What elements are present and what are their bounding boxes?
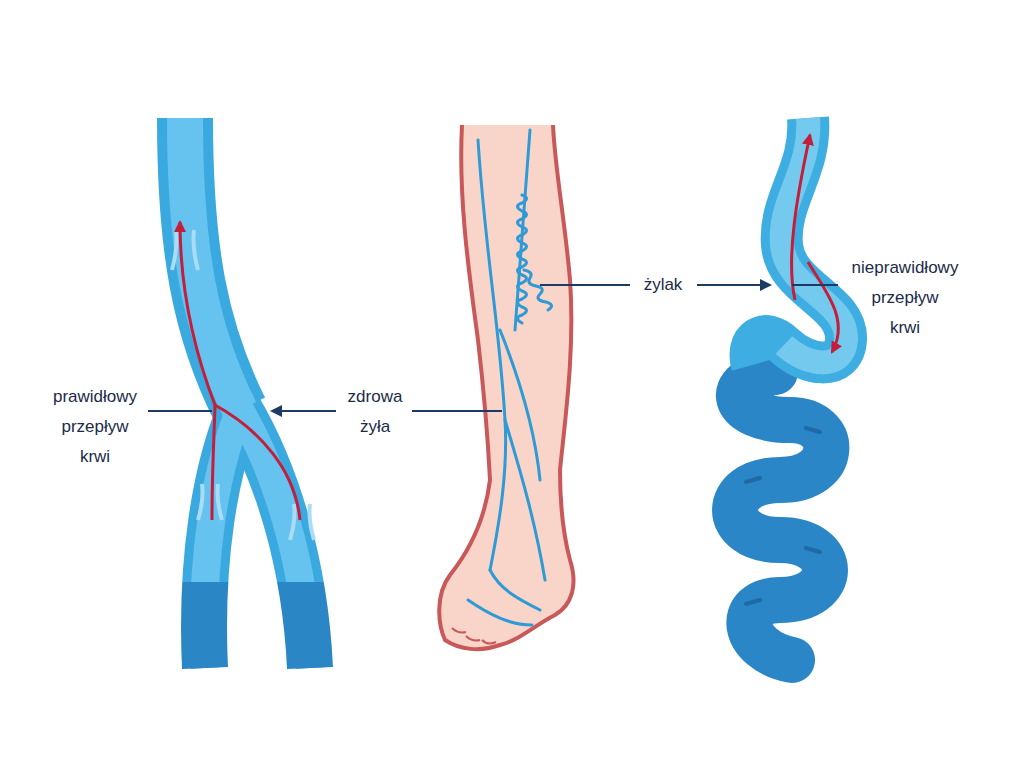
vein-lumen	[185, 118, 240, 410]
leader-line	[148, 410, 212, 412]
dilated-vein-coil	[735, 372, 826, 660]
varicose-leg-vein	[524, 270, 552, 310]
blood-flow-arrow	[792, 135, 810, 300]
leg	[439, 125, 573, 649]
varicose-leg-vein	[518, 195, 527, 323]
vein-wall	[240, 410, 310, 668]
healthy-leg-vein	[468, 600, 532, 625]
varicose-vein	[735, 118, 846, 660]
label-text: zdrowa żyła	[290, 382, 460, 442]
leader-line	[792, 284, 838, 286]
vein-valve	[172, 230, 198, 270]
healthy-leg-vein	[478, 140, 506, 570]
leader-line	[540, 284, 630, 286]
leader-arrow	[272, 410, 336, 412]
label-text: prawidłowy przepływ krwi	[10, 382, 180, 472]
coil-fold	[746, 428, 820, 604]
toe-lines	[452, 628, 496, 644]
leg-outline	[439, 125, 573, 649]
label-text: nieprawidłowy przepływ krwi	[820, 253, 990, 343]
vein-wall	[751, 118, 847, 365]
blood-flow-arrow	[808, 262, 838, 352]
vein-valve	[198, 484, 222, 520]
blood-flow-arrow	[180, 222, 300, 520]
healthy-leg-vein	[505, 420, 545, 580]
vein-lumen	[782, 118, 846, 362]
label-text: żylak	[603, 270, 723, 300]
healthy-vein	[172, 118, 314, 668]
leader-line	[412, 410, 502, 412]
vein-lumen	[240, 410, 310, 668]
vein-wall	[204, 410, 240, 668]
vein-valve	[290, 504, 314, 540]
healthy-leg-vein	[515, 130, 530, 330]
healthy-leg-vein	[500, 330, 540, 480]
vein-wall	[185, 118, 240, 410]
healthy-leg-vein	[490, 570, 540, 610]
leader-lines	[148, 285, 838, 411]
leader-arrow	[697, 284, 770, 286]
leg-veins	[468, 130, 552, 625]
vein-lumen	[204, 410, 240, 668]
blood-flow-arrow	[212, 405, 215, 520]
